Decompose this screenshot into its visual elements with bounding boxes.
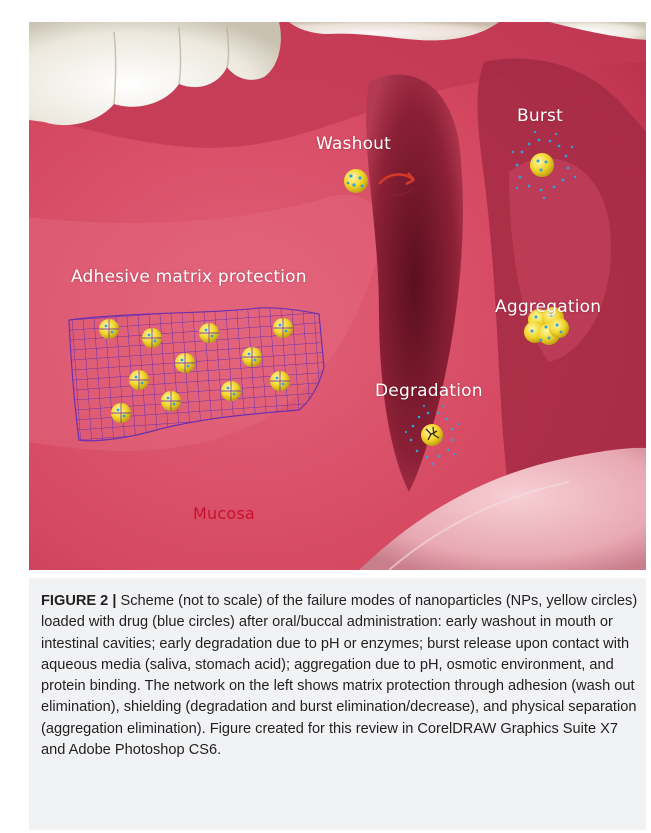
degradation-label: Degradation xyxy=(375,381,483,401)
figure-number: FIGURE 2 | xyxy=(41,593,116,609)
burst-label: Burst xyxy=(517,106,563,126)
washout-label: Washout xyxy=(316,134,391,154)
figure-caption-box: FIGURE 2 | Scheme (not to scale) of the … xyxy=(29,578,646,830)
adhesive-matrix-label: Adhesive matrix protection xyxy=(71,267,307,287)
caption-text: Scheme (not to scale) of the failure mod… xyxy=(41,593,637,758)
aggregation-label: Aggregation xyxy=(495,297,601,317)
oral-cavity-scene xyxy=(29,22,646,570)
washout-nanoparticle xyxy=(344,169,368,193)
figure-illustration: Washout Burst Adhesive matrix protection… xyxy=(29,22,646,570)
mucosa-label: Mucosa xyxy=(193,504,255,523)
figure-caption: FIGURE 2 | Scheme (not to scale) of the … xyxy=(41,591,641,761)
